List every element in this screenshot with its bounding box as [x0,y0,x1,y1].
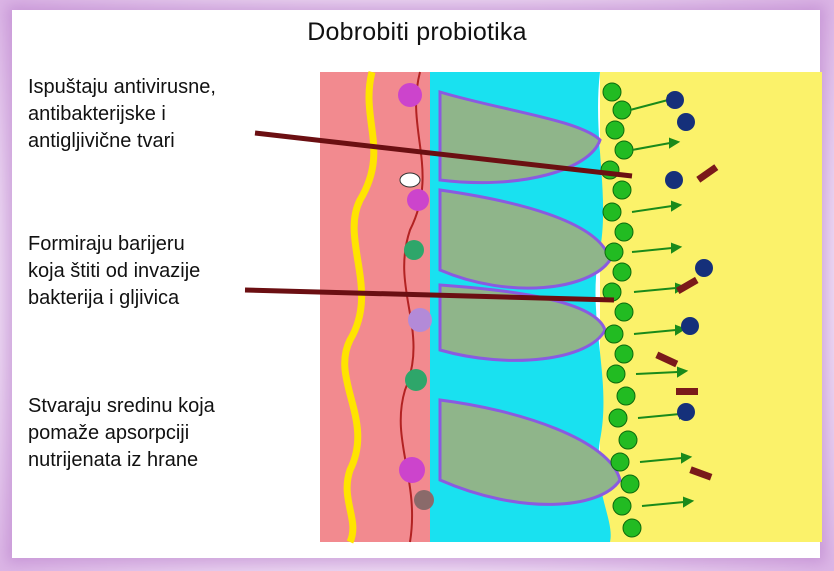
gut-lumen [600,72,822,542]
